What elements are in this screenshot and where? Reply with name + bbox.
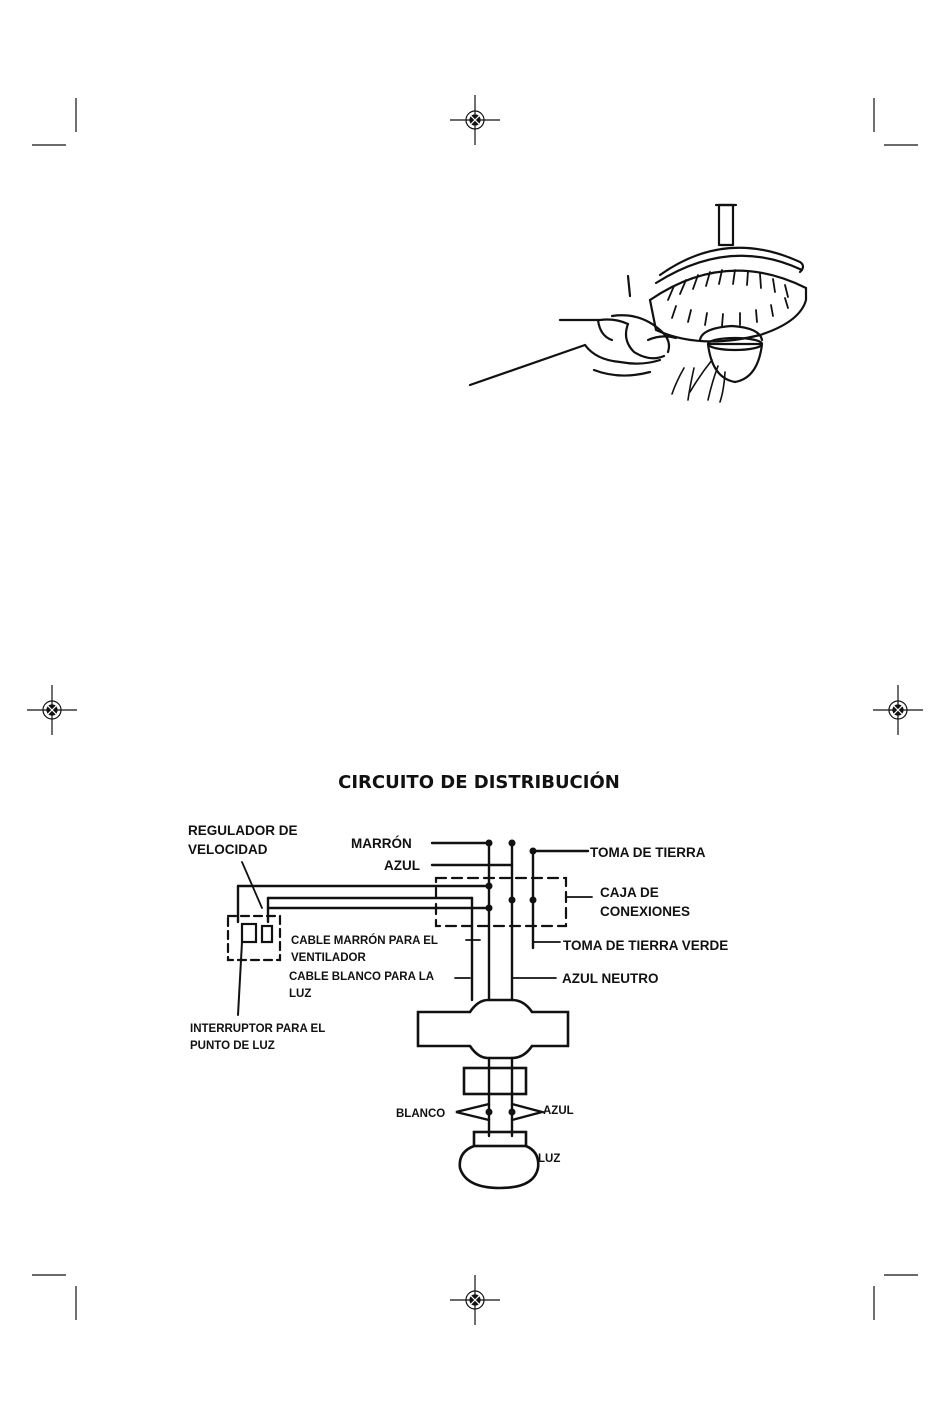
light-switch (262, 926, 272, 942)
label-caja-line2: CONEXIONES (600, 904, 690, 919)
connector-azul (512, 1104, 542, 1120)
label-marron: MARRÓN (351, 836, 412, 851)
label-azul-supply: AZUL (384, 858, 420, 873)
fan-installation-illustration (470, 205, 806, 402)
registration-mark-right (873, 685, 923, 735)
connector-blanco (456, 1104, 489, 1120)
label-regulador-line1: REGULADOR DE (188, 823, 298, 838)
registration-mark-left (27, 685, 77, 735)
label-cable-marron-line1: CABLE MARRÓN PARA EL (291, 934, 438, 947)
label-interruptor-line2: PUNTO DE LUZ (190, 1040, 275, 1052)
registration-mark-bottom (450, 1275, 500, 1325)
label-cable-blanco-line2: LUZ (289, 988, 311, 1000)
label-azul-neutro: AZUL NEUTRO (562, 971, 659, 986)
label-cable-marron-line2: VENTILADOR (291, 952, 366, 964)
regulator-switch (242, 924, 256, 942)
label-regulador-line2: VELOCIDAD (188, 842, 268, 857)
registration-mark-top (450, 95, 500, 145)
label-toma-tierra-verde: TOMA DE TIERRA VERDE (563, 938, 728, 953)
label-interruptor-line1: INTERRUPTOR PARA EL (190, 1023, 325, 1035)
label-azul-light: AZUL (543, 1105, 574, 1117)
fan-motor-body (418, 1000, 568, 1058)
bulb-holder (474, 1132, 526, 1146)
label-luz: LUZ (538, 1153, 560, 1165)
label-toma-tierra: TOMA DE TIERRA (590, 845, 706, 860)
light-bulb (460, 1146, 538, 1188)
label-caja-line1: CAJA DE (600, 885, 659, 900)
wiring-diagram (228, 840, 592, 1189)
light-kit-housing (464, 1068, 526, 1094)
diagram-title: CIRCUITO DE DISTRIBUCIÓN (338, 771, 620, 793)
label-cable-blanco-line1: CABLE BLANCO PARA LA (289, 971, 434, 983)
label-blanco: BLANCO (396, 1108, 445, 1120)
